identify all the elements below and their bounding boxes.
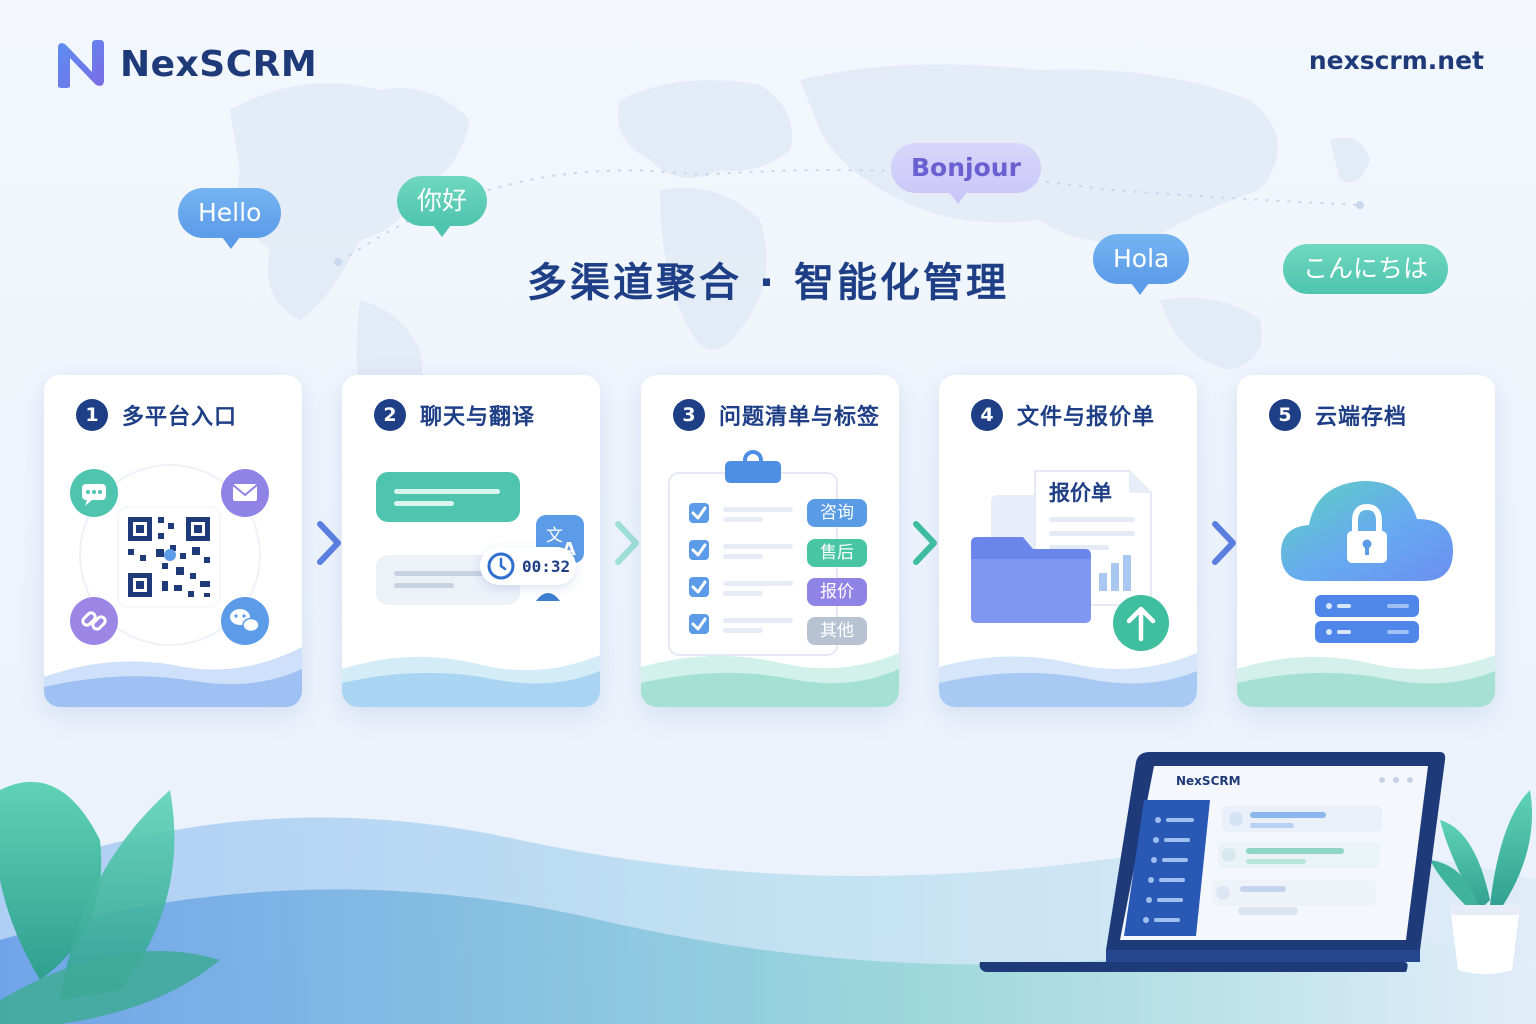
brand-logo[interactable]: NexSCRM [54, 38, 317, 90]
greeting-text: Bonjour [911, 153, 1021, 182]
laptop-illustration [979, 752, 1446, 972]
cloud-lock-icon [1281, 481, 1453, 581]
card-wave-decoration [641, 653, 899, 707]
qr-code-icon [128, 517, 210, 597]
greeting-text: こんにちは [1303, 254, 1429, 283]
step-card-2[interactable]: 2 聊天与翻译 文 A 00:32 [342, 375, 600, 707]
chat-translate-illustration: 文 A [376, 472, 584, 605]
step-title: 云端存档 [1315, 405, 1408, 430]
step-card-5[interactable]: 5 云端存档 [1237, 375, 1495, 707]
card-wave-decoration [1237, 655, 1495, 707]
site-url-link[interactable]: nexscrm.net [1308, 46, 1484, 75]
potted-plant-right [1430, 790, 1532, 974]
mail-icon [221, 469, 269, 517]
cloud-archive-illustration [1281, 481, 1453, 643]
greeting-text: Hello [198, 198, 262, 227]
greeting-bubble-bonjour: Bonjour [891, 143, 1041, 204]
step-card-1[interactable]: 1 多平台入口 [44, 375, 302, 707]
greeting-bubble-konnichiwa: こんにちは [1283, 244, 1449, 294]
greeting-text: Hola [1113, 244, 1170, 273]
plant-leaves-left [0, 781, 220, 1024]
brand-name: NexSCRM [120, 43, 318, 85]
card-wave-decoration [939, 653, 1197, 707]
link-icon [70, 597, 118, 645]
next-arrow-icon [1212, 521, 1236, 565]
wechat-icon [221, 597, 269, 645]
folder-icon [971, 537, 1091, 623]
step-number: 3 [673, 399, 705, 431]
chat-icon [70, 469, 118, 517]
next-arrow-icon [615, 521, 639, 565]
step-number: 4 [971, 399, 1003, 431]
step-title: 问题清单与标签 [719, 405, 881, 430]
svg-text:文: 文 [546, 526, 563, 546]
greeting-text: 你好 [417, 186, 468, 215]
multi-platform-illustration [70, 464, 269, 646]
greeting-bubble-nihao: 你好 [397, 176, 488, 237]
checklist-illustration [668, 450, 838, 656]
chat-timer: 00:32 [480, 547, 576, 585]
tag-other[interactable]: 其他 [807, 617, 867, 645]
check-icon [691, 506, 707, 631]
step-number: 2 [374, 399, 406, 431]
tag-quote[interactable]: 报价 [807, 578, 867, 606]
greeting-bubble-hello: Hello [178, 188, 282, 249]
timer-value: 00:32 [522, 556, 571, 576]
step-title: 多平台入口 [122, 405, 238, 430]
step-number: 1 [76, 399, 108, 431]
laptop-brand-label: NexSCRM [1176, 774, 1241, 788]
greeting-bubble-hola: Hola [1093, 234, 1190, 295]
file-quote-illustration [971, 470, 1169, 651]
next-arrow-icon [913, 521, 937, 565]
tag-consult[interactable]: 咨询 [807, 499, 867, 527]
step-card-3[interactable]: 3 问题清单与标签 咨询 售后 报价 其他 [641, 375, 899, 707]
tag-after-sales[interactable]: 售后 [807, 539, 867, 567]
card-wave-decoration [342, 655, 600, 707]
page-headline: 多渠道聚合 · 智能化管理 [526, 260, 1010, 306]
upload-arrow-icon [1113, 595, 1169, 651]
step-title: 文件与报价单 [1017, 405, 1156, 430]
logo-n-icon [58, 40, 104, 88]
next-arrow-icon [317, 521, 341, 565]
quote-document-title: 报价单 [1049, 481, 1112, 505]
step-number: 5 [1269, 399, 1301, 431]
server-icon [1315, 595, 1419, 643]
card-wave-decoration [44, 647, 302, 707]
step-title: 聊天与翻译 [420, 405, 536, 430]
clock-icon [487, 552, 515, 580]
step-card-4[interactable]: 4 文件与报价单 报价单 [939, 375, 1197, 707]
